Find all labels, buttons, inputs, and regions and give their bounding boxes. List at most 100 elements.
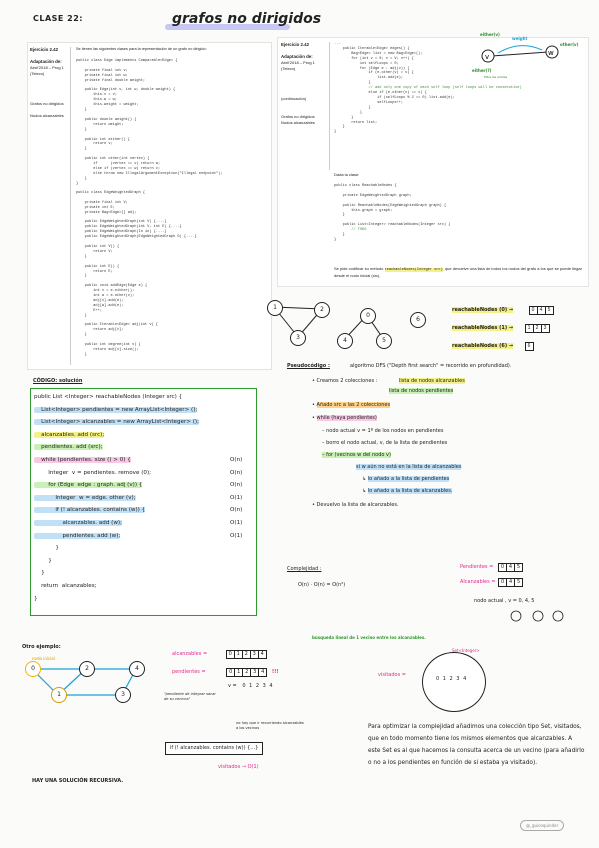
code-edges-method: ... public Iterable<Edge> edges() { Bag<… [334, 42, 522, 135]
solution-line: List<Integer> pendientes = new ArrayList… [34, 404, 254, 417]
edge-diagram: v w [481, 45, 559, 63]
code-line: this.w = w; [76, 98, 117, 103]
code-line: public int other(int vertex) { [76, 157, 150, 162]
visitados-label: visitados = [378, 672, 406, 678]
solution-line: } [34, 593, 254, 606]
exercise-2-source: Abril'2018 – Prog 1 [281, 60, 315, 65]
exercise-1-sidebar: Ejercicio 2.42 Adaptación de: Abril'2018… [30, 47, 71, 365]
task-text: Se pide codificar su método reachableNod… [334, 266, 582, 278]
code-line: adj[v].add(e); [76, 298, 124, 303]
exercise-2-tag: Nodos alcanzables [281, 120, 315, 125]
solution-line-text: } [34, 570, 45, 577]
code-line: public int E() { [76, 264, 120, 269]
code-line: for (int v = 0; v < V; v++) { [334, 56, 414, 61]
cell: 5 [513, 563, 523, 572]
reachable-row: reachableNodes (6) → 6 [452, 334, 554, 352]
code-line: public int degree(int v) { [76, 343, 141, 348]
code-line: public EdgeWeightedGraph(int V) {....} [76, 220, 167, 225]
code-line: } [76, 313, 87, 318]
solution-line: for (Edge edge : graph. adj (v)) {O(n) [34, 479, 254, 492]
solution-line: while (pendientes. size () > 0) { O(n) [34, 454, 254, 467]
pseudo-line: – for (vecinos w del nodo v) [322, 452, 391, 458]
either-bottom-label: either(?) [472, 68, 492, 73]
dada-text: Dada la clase: [334, 172, 360, 177]
visitados-set [422, 652, 486, 712]
code-line: public class Edge implements Comparable<… [76, 59, 178, 63]
exercise-1-source: Abril'2018 – Prog 1 [30, 65, 64, 70]
solution-line: } [34, 542, 254, 555]
solution-line: pendientes. add (w);O(1) [34, 530, 254, 543]
reachable-label: reachableNodes (1) → [452, 325, 514, 331]
solution-line-text: Integer v = pendientes. remove (0); [34, 469, 152, 476]
cell: 6 [524, 342, 534, 351]
no-hay-note: no hay que ir recorriendo alcanzables a … [236, 721, 304, 730]
code-line: } [76, 108, 87, 113]
if-line-box: if (! alcanzables. contains (w)) {...} [165, 742, 264, 755]
code-line: list.add(e); [334, 76, 404, 81]
graph-node: 1 [51, 687, 67, 703]
exercise-card-1: Ejercicio 2.42 Adaptación de: Abril'2018… [27, 42, 272, 370]
pseudo-title: Pseudocódigo : [287, 363, 330, 369]
solution-line: return alcanzables; [34, 580, 254, 593]
code-line: else throw new IllegalArgumentException(… [76, 171, 223, 176]
solution-line: public List <Integer> reachableNodes (In… [34, 391, 254, 404]
code-line: int v = e.either(); [76, 289, 135, 294]
code-line: int selfLoops = 0; [334, 61, 399, 66]
code-line: } [334, 233, 345, 238]
code-line: if (e.other(v) > v) { [334, 71, 414, 76]
recursiva-note: HAY UNA SOLUCIÓN RECURSIVA. [32, 778, 124, 784]
code-line: public Iterable<Edge> adj(int v) { [76, 323, 158, 328]
exercise-2-source2: (Teleco) [281, 66, 296, 71]
code-line: public class EdgeWeightedGraph { [76, 191, 146, 195]
code-line: if (selfLoops % 2 == 0) list.add(e); [334, 95, 455, 100]
solution-line-cost: O(n) [230, 456, 243, 463]
code-line: } [334, 130, 337, 135]
solution-line-cost: O(1) [230, 532, 243, 539]
busqueda-note: búsqueda lineal de 1 vecino entre los al… [312, 635, 426, 640]
pendiente-note: "pendiente de integrar sacar de su vecin… [164, 692, 216, 701]
code-line: public ReachableNodes(EdgeWeightedGraph … [334, 203, 447, 208]
pseudo-line: ↳ lo añado a la lista de alcanzables. [362, 488, 453, 494]
code-line: } [76, 181, 79, 186]
pseudo-line: si w aún no está en la lista de alcanzab… [356, 464, 462, 470]
otro-ejemplo: Otro ejemplo: [22, 644, 61, 650]
code-line: } [334, 125, 345, 130]
code-line: } [334, 237, 337, 242]
exercise-2-tag: Grafos no dirigidos [281, 114, 315, 119]
clase-label: CLASE 22: [33, 14, 84, 23]
pseudo-line: • Devuelvo la lista de alcanzables. [312, 502, 399, 508]
code-line: public EdgeWeightedGraph(EdgeWeightedGra… [76, 235, 197, 240]
graph-node: 2 [79, 661, 95, 677]
complejidad-value: O(n) · O(n) = O(n²) [298, 582, 346, 588]
code-line: private final double weight; [76, 78, 146, 83]
exercise-1-label: Ejercicio 2.42 [30, 47, 59, 52]
exercise-1-tag: Nodos alcanzables [30, 113, 64, 118]
pseudo-line: – nodo actual v = 1º de los nodos en pen… [322, 428, 444, 434]
reachable-label: reachableNodes (0) → [452, 307, 514, 313]
code-line: Bag<Edge> list = new Bag<Edge>(); [334, 51, 423, 56]
node-v [481, 49, 495, 63]
code-line: } [76, 254, 87, 259]
code-line: return v; [76, 142, 113, 147]
page-title: grafos no dirigidos [172, 11, 322, 27]
solution-line-text: while (pendientes. size () > 0) { [34, 456, 131, 463]
solution-line: if (! alcanzables. contains (w)) {O(n) [34, 504, 254, 517]
code-line: public int V() { [76, 244, 120, 249]
code-line: return adj[v].size(); [76, 348, 139, 352]
solution-line: Integer v = pendientes. remove (0);O(n) [34, 467, 254, 480]
solution-line-text: } [34, 557, 52, 564]
exercise-2-label: Ejercicio 2.42 [281, 42, 310, 47]
pseudo-line: • Añado src a las 2 colecciones [312, 402, 391, 408]
code-line: public EdgeWeightedGraph(int V, int E) {… [76, 225, 182, 230]
code-line: } [76, 333, 87, 338]
exercise-1-tag: Grafos no dirigidos [30, 101, 64, 106]
code-line: public void addEdge(Edge e) { [76, 284, 148, 289]
code-line: private Bag<Edge>[] adj; [76, 210, 137, 215]
code-line: // TODO [334, 228, 367, 233]
code-line: private EdgeWeightedGraph graph; [334, 193, 412, 198]
code-line: } [76, 352, 87, 357]
